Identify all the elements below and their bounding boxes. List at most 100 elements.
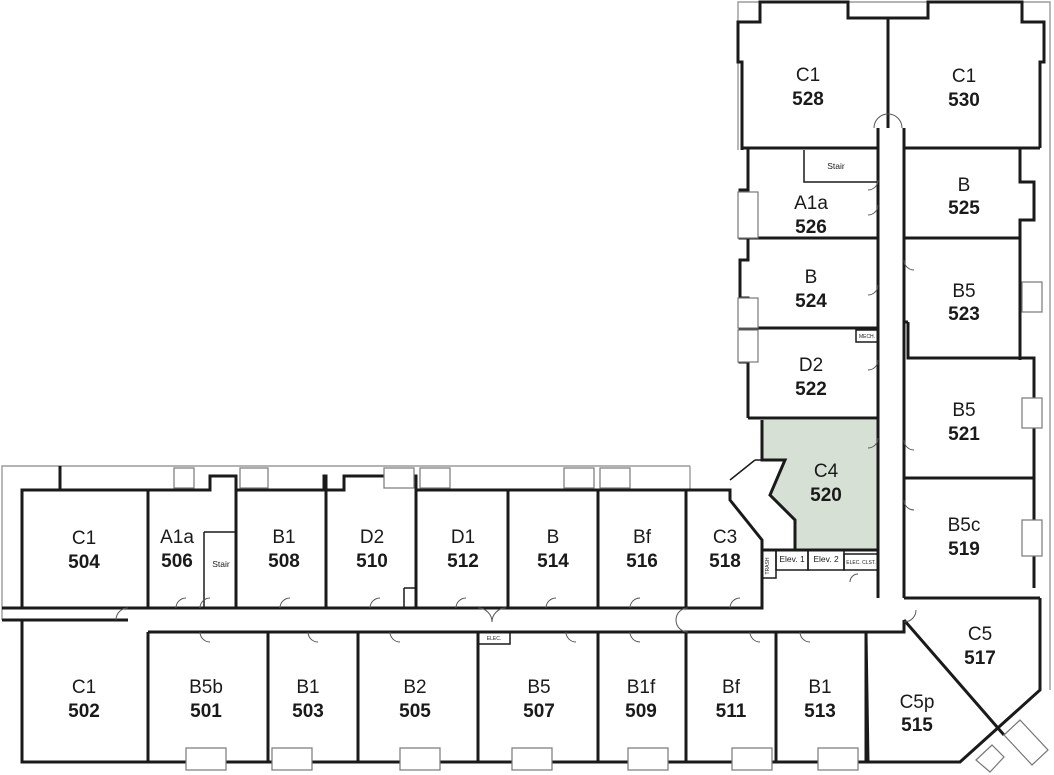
- unit-507[interactable]: B5 507: [523, 677, 555, 722]
- unit-type: B5b: [189, 677, 223, 698]
- elec-clst-label: ELEC. CLST.: [846, 560, 875, 566]
- unit-type: B1f: [627, 677, 656, 698]
- unit-506[interactable]: A1a 506: [160, 527, 194, 572]
- unit-number: 503: [292, 701, 324, 722]
- stair-left-label: Stair: [212, 559, 230, 569]
- unit-number: 506: [161, 551, 193, 572]
- unit-520-highlight: [762, 420, 878, 550]
- unit-type: C4: [814, 461, 839, 482]
- unit-type: C1: [952, 66, 976, 87]
- unit-520[interactable]: C4 520: [810, 461, 842, 506]
- unit-number: 517: [964, 648, 996, 669]
- unit-number: 505: [399, 701, 431, 722]
- unit-number: 509: [625, 701, 657, 722]
- mech-label: MECH.: [859, 334, 875, 340]
- stair-top-label: Stair: [827, 161, 845, 171]
- unit-525[interactable]: B 525: [948, 175, 980, 219]
- unit-number: 523: [948, 304, 980, 325]
- unit-number: 516: [626, 551, 658, 572]
- unit-type: B1: [272, 527, 295, 548]
- unit-530[interactable]: C1 530: [948, 66, 980, 111]
- unit-type: C1: [72, 528, 96, 549]
- doors: [115, 113, 917, 643]
- unit-503[interactable]: B1 503: [292, 677, 324, 722]
- unit-type: B5: [952, 281, 975, 302]
- service-labels: Stair Stair MECH. ELEC. Elev. 1 Elev. 2 …: [212, 161, 875, 642]
- unit-type: Bf: [722, 677, 741, 698]
- unit-514[interactable]: B 514: [537, 527, 569, 572]
- unit-number: 528: [792, 89, 824, 110]
- unit-type: B1: [808, 677, 831, 698]
- unit-number: 511: [716, 701, 747, 722]
- unit-521[interactable]: B5 521: [948, 400, 980, 445]
- unit-501[interactable]: B5b 501: [189, 677, 223, 722]
- unit-type: C5p: [900, 692, 935, 713]
- unit-number: 530: [948, 90, 980, 111]
- unit-type: Bf: [633, 527, 652, 548]
- unit-number: 519: [948, 539, 980, 560]
- unit-number: 508: [268, 551, 300, 572]
- unit-508[interactable]: B1 508: [268, 527, 300, 572]
- unit-type: D2: [799, 355, 823, 376]
- unit-505[interactable]: B2 505: [399, 677, 431, 722]
- unit-513[interactable]: B1 513: [804, 677, 836, 722]
- unit-523[interactable]: B5 523: [948, 281, 980, 325]
- elec-label: ELEC.: [487, 636, 501, 642]
- outer-frame: [1, 1, 1051, 690]
- unit-515[interactable]: C5p 515: [900, 692, 935, 736]
- unit-number: 513: [804, 701, 836, 722]
- unit-type: B5: [952, 400, 975, 421]
- unit-type: A1a: [160, 527, 194, 548]
- unit-type: B: [958, 175, 971, 196]
- unit-number: 502: [68, 701, 100, 722]
- unit-type: B5: [527, 677, 550, 698]
- elev1-label: Elev. 1: [779, 554, 805, 564]
- unit-number: 515: [901, 715, 933, 736]
- unit-528[interactable]: C1 528: [792, 65, 824, 110]
- unit-number: 510: [356, 551, 388, 572]
- unit-number: 504: [68, 552, 100, 573]
- unit-number: 521: [948, 424, 980, 445]
- unit-labels: C1 528 C1 530 A1a 526 B 525 B 524 B5 523…: [68, 65, 996, 736]
- unit-type: B5c: [948, 515, 981, 536]
- unit-type: C5: [968, 624, 992, 645]
- unit-type: C1: [796, 65, 820, 86]
- unit-type: B2: [403, 677, 426, 698]
- unit-number: 512: [447, 551, 479, 572]
- unit-type: D2: [360, 527, 384, 548]
- unit-number: 507: [523, 701, 555, 722]
- unit-510[interactable]: D2 510: [356, 527, 388, 572]
- unit-type: C3: [713, 527, 737, 548]
- unit-512[interactable]: D1 512: [447, 527, 479, 572]
- unit-number: 525: [948, 198, 980, 219]
- unit-518[interactable]: C3 518: [709, 527, 741, 572]
- unit-number: 520: [810, 485, 842, 506]
- unit-type: B1: [296, 677, 319, 698]
- unit-number: 526: [795, 217, 827, 238]
- unit-522[interactable]: D2 522: [795, 355, 827, 400]
- unit-502[interactable]: C1 502: [68, 677, 100, 722]
- unit-number: 514: [537, 551, 569, 572]
- unit-516[interactable]: Bf 516: [626, 527, 658, 572]
- unit-504[interactable]: C1 504: [68, 528, 100, 573]
- unit-type: C1: [72, 677, 96, 698]
- unit-number: 522: [795, 379, 827, 400]
- unit-526[interactable]: A1a 526: [794, 193, 828, 238]
- unit-509[interactable]: B1f 509: [625, 677, 657, 722]
- unit-type: A1a: [794, 193, 828, 214]
- unit-519[interactable]: B5c 519: [948, 515, 981, 560]
- unit-511[interactable]: Bf 511: [716, 677, 747, 722]
- windows: [173, 191, 1049, 773]
- unit-type: D1: [451, 527, 475, 548]
- unit-517[interactable]: C5 517: [964, 624, 996, 669]
- walls: [2, 0, 1046, 764]
- unit-524[interactable]: B 524: [795, 267, 827, 312]
- unit-number: 524: [795, 291, 827, 312]
- unit-type: B: [547, 527, 560, 548]
- elev2-label: Elev. 2: [813, 554, 839, 564]
- trash-label: TRASH: [765, 557, 771, 574]
- unit-number: 518: [709, 551, 741, 572]
- unit-type: B: [805, 267, 818, 288]
- unit-number: 501: [190, 701, 222, 722]
